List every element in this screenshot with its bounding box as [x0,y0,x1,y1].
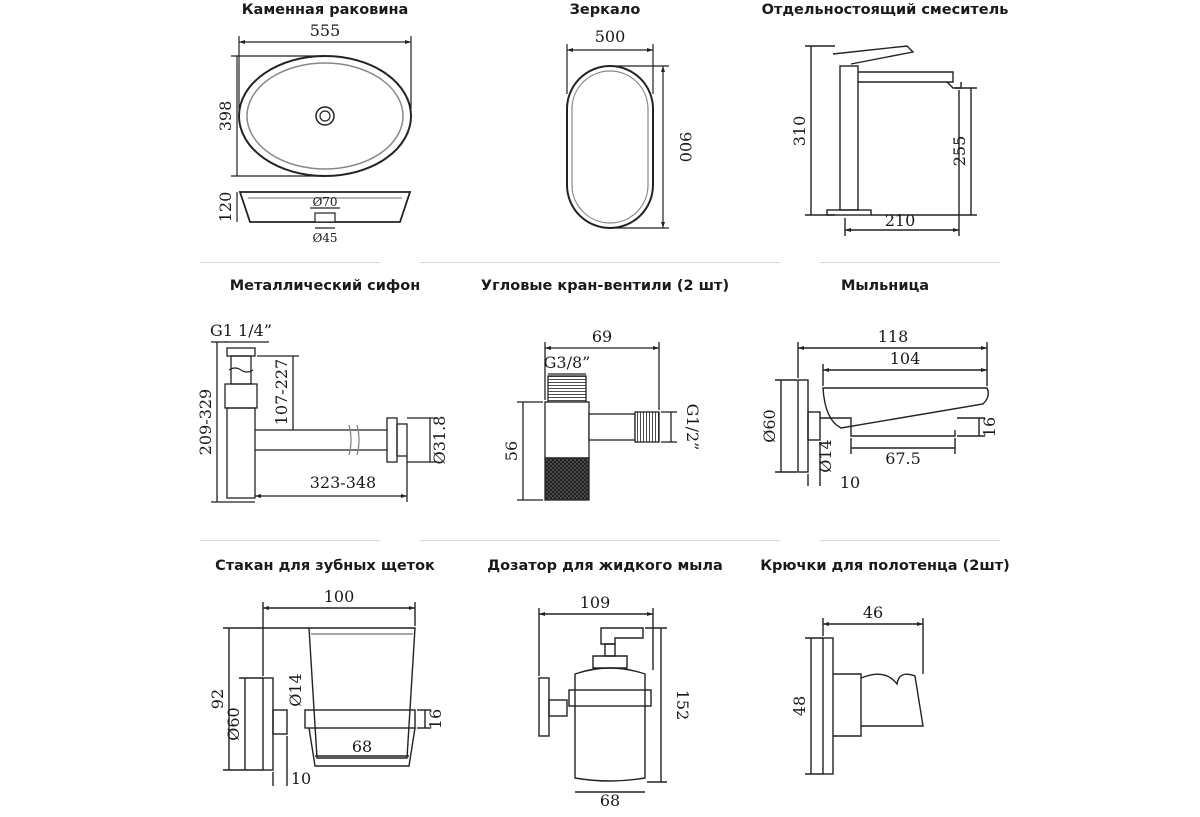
dim-height: 16 [980,417,999,437]
arrow-icon [845,228,851,232]
panel-title: Дозатор для жидкого мыла [487,558,723,574]
dim-width: 555 [310,21,341,40]
panel-siphon: Металлический сифон [125,270,525,537]
dim-adjustment: 107-227 [272,359,291,425]
dim-width: 46 [863,603,883,622]
panel-title: Каменная раковина [241,2,409,18]
dim-depth: 68 [600,791,620,810]
dim-width: 500 [595,27,626,46]
dim-inner-width: 104 [890,349,921,368]
mirror-drawing: 500 900 [566,27,695,229]
separator [200,540,380,541]
dim-width: 118 [878,327,909,346]
panel-angle-valve: Угловые кран-вентили (2 шт) [405,270,805,537]
dim-width: 69 [592,327,612,346]
dim-small-diameter: Ø14 [286,673,305,706]
panel-toothbrush-cup: Стакан для зубных щеток 100 9 [125,550,525,817]
dim-width: 109 [580,593,611,612]
dim-depth: 67.5 [885,449,921,468]
arrow-icon [263,606,269,610]
dim-diameter: Ø60 [224,707,243,740]
dim-holder-height: 16 [426,709,445,729]
dim-height: 310 [790,116,809,147]
arrow-icon [917,622,923,626]
panel-mirror: Зеркало 500 900 [405,0,805,261]
panel-soap-dish: Мыльница 118 104 [685,270,1085,537]
dim-height: 398 [216,101,235,132]
siphon-drawing: G1 1/4” 209-329 107-227 323-348 Ø31.8 [196,321,449,503]
separator [820,540,1000,541]
arrow-icon [647,612,653,616]
panel-title: Стакан для зубных щеток [215,558,435,574]
cup-drawing: 100 92 Ø60 Ø14 16 68 10 [208,587,445,788]
arrow-icon [981,368,987,372]
dim-length: 323-348 [310,473,376,492]
separator [420,262,780,263]
arrow-icon [405,40,411,44]
soap-dish-drawing: 118 104 Ø60 Ø14 16 67.5 10 [760,327,999,492]
dim-height: 92 [208,689,227,709]
panel-title: Металлический сифон [229,278,421,294]
arrow-icon [545,346,551,350]
arrow-icon [981,346,987,350]
dim-drain-bottom: Ø45 [312,231,337,245]
arrow-icon [539,612,545,616]
arrow-icon [409,606,415,610]
dim-base: 10 [291,769,311,788]
arrow-icon [953,228,959,232]
dim-base: 10 [840,473,860,492]
dim-height: 152 [673,690,692,721]
arrow-icon [798,346,804,350]
dim-thread: G1 1/4” [210,321,272,340]
faucet-drawing: 310 255 210 [790,45,977,236]
dim-reach: 210 [885,211,916,230]
panel-title: Зеркало [569,2,641,18]
dim-diameter: Ø31.8 [430,416,449,465]
hook-drawing: 46 48 [790,603,924,775]
sink-drawing: 555 398 120 Ø70 Ø45 [216,21,412,245]
dim-depth: 68 [352,737,372,756]
panel-title: Мыльница [840,278,930,294]
panel-stone-sink: Каменная раковина 555 398 [125,0,525,261]
arrow-icon [653,346,659,350]
panel-faucet: Отдельностоящий смеситель 310 255 [685,0,1085,261]
dim-drain-top: Ø70 [312,195,337,209]
arrow-icon [661,66,665,72]
arrow-icon [647,48,653,52]
separator [200,262,380,263]
arrow-icon [567,48,573,52]
separator [820,262,1000,263]
dim-height: 56 [502,441,521,461]
dim-height: 900 [676,132,695,163]
dim-thread-in: G3/8” [544,353,591,372]
arrow-icon [401,494,407,498]
dim-spout-height: 255 [950,136,969,167]
arrow-icon [823,368,829,372]
panel-title: Отдельностоящий смеситель [761,2,1009,18]
dim-height: 48 [790,696,809,716]
panel-title: Угловые кран-вентили (2 шт) [480,278,730,294]
panel-title: Крючки для полотенца (2шт) [760,558,1010,574]
valve-drawing: 69 G3/8” 56 G1/2” [502,327,702,501]
panel-towel-hooks: Крючки для полотенца (2шт) 46 48 [685,550,1085,817]
dim-diameter: Ø60 [760,409,779,442]
arrow-icon [255,494,261,498]
arrow-icon [239,40,245,44]
arrow-icon [661,222,665,228]
arrow-icon [823,622,829,626]
dim-small-diameter: Ø14 [816,439,835,472]
separator [420,540,780,541]
dim-height: 209-329 [196,389,215,455]
dim-width: 100 [324,587,355,606]
dim-depth: 120 [216,192,235,223]
dim-thread-out: G1/2” [683,404,702,451]
